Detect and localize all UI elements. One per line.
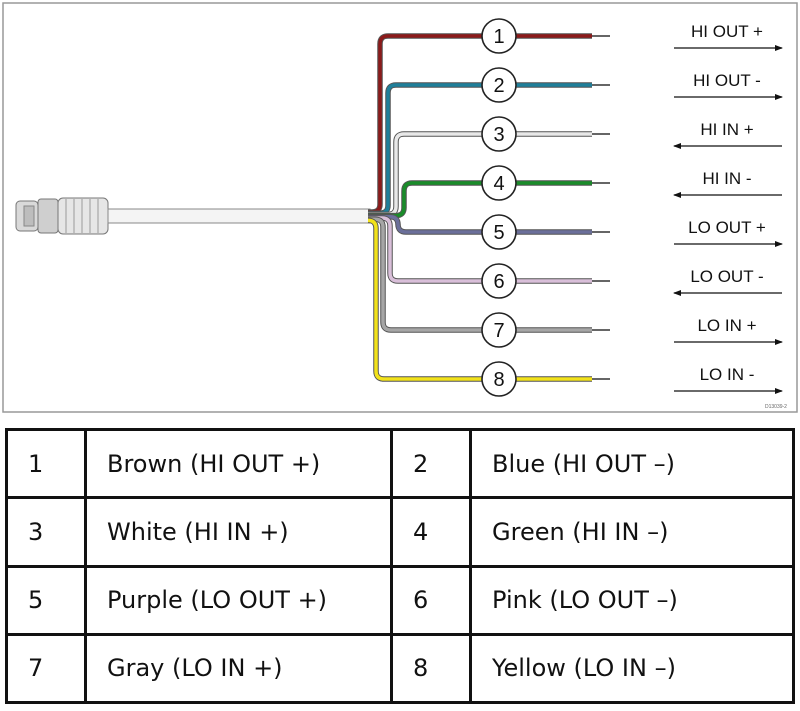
signal-label: HI OUT +: [691, 22, 763, 41]
wiring-diagram-svg: 1 HI OUT + 2 HI OUT - 3 HI IN + 4 HI IN - 5 LO OU…: [2, 2, 798, 413]
legend-wire-number: 1: [5, 427, 87, 500]
wire-number-badge: 7: [481, 312, 517, 348]
wire-number: 8: [493, 369, 504, 391]
signal-label: HI IN -: [702, 169, 751, 188]
wire-number: 5: [493, 222, 504, 244]
wiring-diagram: 1 HI OUT + 2 HI OUT - 3 HI IN + 4 HI IN - 5 LO OU…: [2, 2, 798, 413]
legend-wire-number: 2: [390, 427, 472, 500]
connector-plug: [15, 197, 109, 235]
diagram-frame: [2, 2, 798, 413]
signal-label: HI OUT -: [693, 71, 761, 90]
legend-wire-description: Brown (HI OUT +): [84, 427, 393, 500]
wire-number-badge: 5: [481, 214, 517, 250]
wire-number-badge: 3: [481, 116, 517, 152]
wire-number: 1: [493, 26, 504, 48]
signal-label: LO OUT +: [688, 218, 766, 237]
wire-number-badge: 6: [481, 263, 517, 299]
legend-wire-number: 4: [390, 496, 472, 568]
wire-5: [368, 214, 610, 235]
legend-wire-description: Pink (LO OUT –): [469, 564, 795, 636]
wire-number: 2: [493, 75, 504, 97]
legend-wire-description: Green (HI IN –): [469, 496, 795, 568]
legend-wire-description: White (HI IN +): [84, 496, 393, 568]
signal-label: LO OUT -: [690, 267, 763, 286]
wire-number: 7: [493, 320, 504, 342]
legend-wire-number: 3: [5, 496, 87, 568]
wire-8: [367, 217, 610, 382]
legend-wire-description: Purple (LO OUT +): [84, 564, 393, 636]
legend-wire-description: Blue (HI OUT –): [469, 427, 795, 500]
wire-number-badge: 2: [481, 67, 517, 103]
wire-number: 4: [493, 173, 504, 195]
wire-number-badge: 4: [481, 165, 517, 201]
cable: [107, 208, 371, 224]
signal-label: LO IN +: [697, 316, 756, 335]
wire-6: [368, 215, 610, 284]
legend-wire-number: 7: [5, 632, 87, 705]
signal-label: LO IN -: [700, 365, 755, 384]
wire-4: [368, 180, 610, 219]
legend-wire-number: 6: [390, 564, 472, 636]
legend-wire-number: 5: [5, 564, 87, 636]
wire-number: 3: [493, 124, 504, 146]
signal-label: HI IN +: [700, 120, 753, 139]
wire-number-badge: 8: [481, 361, 517, 397]
wire-7: [368, 216, 610, 333]
legend-wire-number: 8: [390, 632, 472, 705]
legend-wire-description: Yellow (LO IN –): [469, 632, 795, 705]
legend-wire-description: Gray (LO IN +): [84, 632, 393, 705]
wire-number: 6: [493, 271, 504, 293]
part-code: D13039-2: [765, 404, 787, 410]
wire-number-badge: 1: [481, 18, 517, 54]
